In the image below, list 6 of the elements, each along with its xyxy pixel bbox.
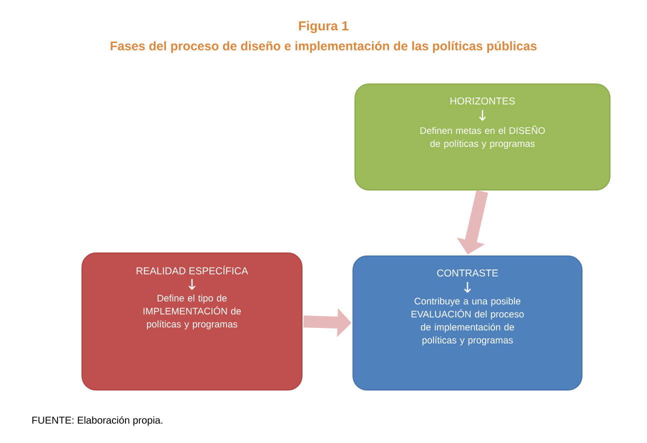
process-box: CONTRASTE Contribuye a una posible EVALUACIÓN del proceso de implementación de políticas y programas [352,255,582,390]
process-box: HORIZONTES Definen metas en el DISEÑO de políticas y programas [354,84,610,190]
figure-subtitle: Fases del proceso de diseño e implementación de las políticas públicas [110,41,537,53]
figure-title: Figura 1 [299,20,348,34]
source-note: FUENTE: Elaboración propia. [32,416,162,426]
process-box: REALIDAD ESPECÍFICA Define el tipo de IMPLEMENTACIÓN de políticas y programas [82,252,302,390]
